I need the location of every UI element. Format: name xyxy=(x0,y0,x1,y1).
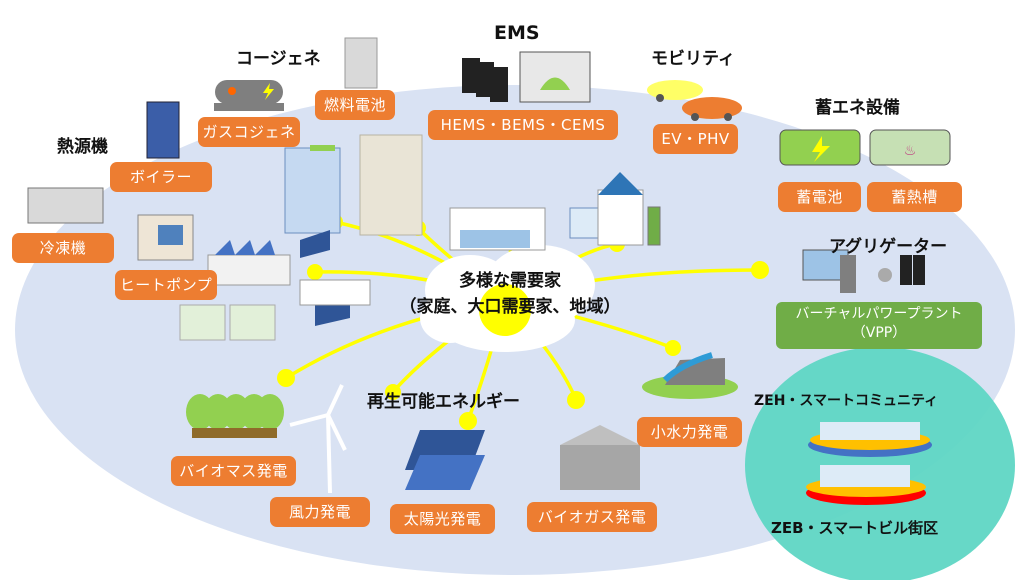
label-chiller: 冷凍機 xyxy=(12,233,114,263)
label-boiler: ボイラー xyxy=(110,162,212,192)
label-gas-cogeneration: ガスコジェネ xyxy=(198,117,300,147)
ems-servers-icon xyxy=(462,58,508,102)
center-title: 多様な需要家 （家庭、大口需要家、地域） xyxy=(395,268,625,320)
label-small-hydro: 小水力発電 xyxy=(637,417,742,447)
heading-heat-source: 熱源機 xyxy=(57,137,108,157)
heat-pump-icon xyxy=(137,214,194,261)
heading-ems: EMS xyxy=(494,22,540,44)
label-heat-pump: ヒートポンプ xyxy=(115,270,217,300)
label-biomass: バイオマス発電 xyxy=(171,456,296,486)
ev-car-icon xyxy=(647,80,742,121)
heading-cogeneration: コージェネ xyxy=(236,49,321,69)
center-hub xyxy=(479,284,531,336)
biogas-tank-icon xyxy=(560,425,640,490)
small-hydro-icon xyxy=(642,352,738,399)
boiler-icon xyxy=(146,101,180,159)
heading-renewable-energy: 再生可能エネルギー xyxy=(367,392,520,412)
apartments-icon xyxy=(179,304,276,341)
house-icon xyxy=(569,172,661,246)
label-ev-phv: EV・PHV xyxy=(653,124,738,154)
vpp-line2: （VPP） xyxy=(851,325,907,341)
center-cloud-icon xyxy=(420,245,595,352)
heading-zeh-smart-community: ZEH・スマートコミュニティ xyxy=(754,393,939,409)
heading-energy-storage: 蓄エネ設備 xyxy=(815,98,900,118)
smart-building-district-icon xyxy=(806,465,926,505)
smart-community-icon xyxy=(808,422,932,457)
aggregator-server-icon xyxy=(878,255,925,285)
label-fuel-cell: 燃料電池 xyxy=(315,90,395,120)
solar-farm-icon xyxy=(405,430,485,490)
fuel-cell-icon xyxy=(344,37,378,89)
svg-text:♨: ♨ xyxy=(904,143,917,159)
label-virtual-power-plant: バーチャルパワープラント （VPP） xyxy=(776,302,982,349)
heading-mobility: モビリティ xyxy=(651,49,735,69)
biomass-forest-icon xyxy=(186,394,284,438)
smart-community-circle xyxy=(745,347,1015,580)
ems-monitor-icon xyxy=(519,51,591,103)
office-tower-icon xyxy=(284,145,341,234)
tall-building-icon xyxy=(359,134,423,236)
gas-cogen-icon xyxy=(214,80,284,111)
warehouse-icon xyxy=(299,207,546,306)
heat-storage-icon: ♨ xyxy=(869,129,951,166)
label-battery: 蓄電池 xyxy=(778,182,861,212)
chiller-icon xyxy=(27,187,104,224)
heading-zeb-smart-building: ZEB・スマートビル街区 xyxy=(771,519,939,537)
label-solar-power: 太陽光発電 xyxy=(390,504,495,534)
factory-icon xyxy=(207,240,291,286)
label-hems-bems-cems: HEMS・BEMS・CEMS xyxy=(428,110,618,140)
aggregator-monitor-icon xyxy=(802,249,856,293)
wind-turbine-icon xyxy=(289,384,347,494)
heading-aggregator: アグリゲーター xyxy=(829,237,948,257)
label-biogas: バイオガス発電 xyxy=(527,502,657,532)
center-title-line2: （家庭、大口需要家、地域） xyxy=(399,297,621,317)
label-wind-power: 風力発電 xyxy=(270,497,370,527)
battery-storage-icon xyxy=(779,129,861,166)
label-heat-storage-tank: 蓄熱槽 xyxy=(867,182,962,212)
center-title-line1: 多様な需要家 xyxy=(459,271,561,291)
vpp-line1: バーチャルパワープラント xyxy=(795,306,963,322)
